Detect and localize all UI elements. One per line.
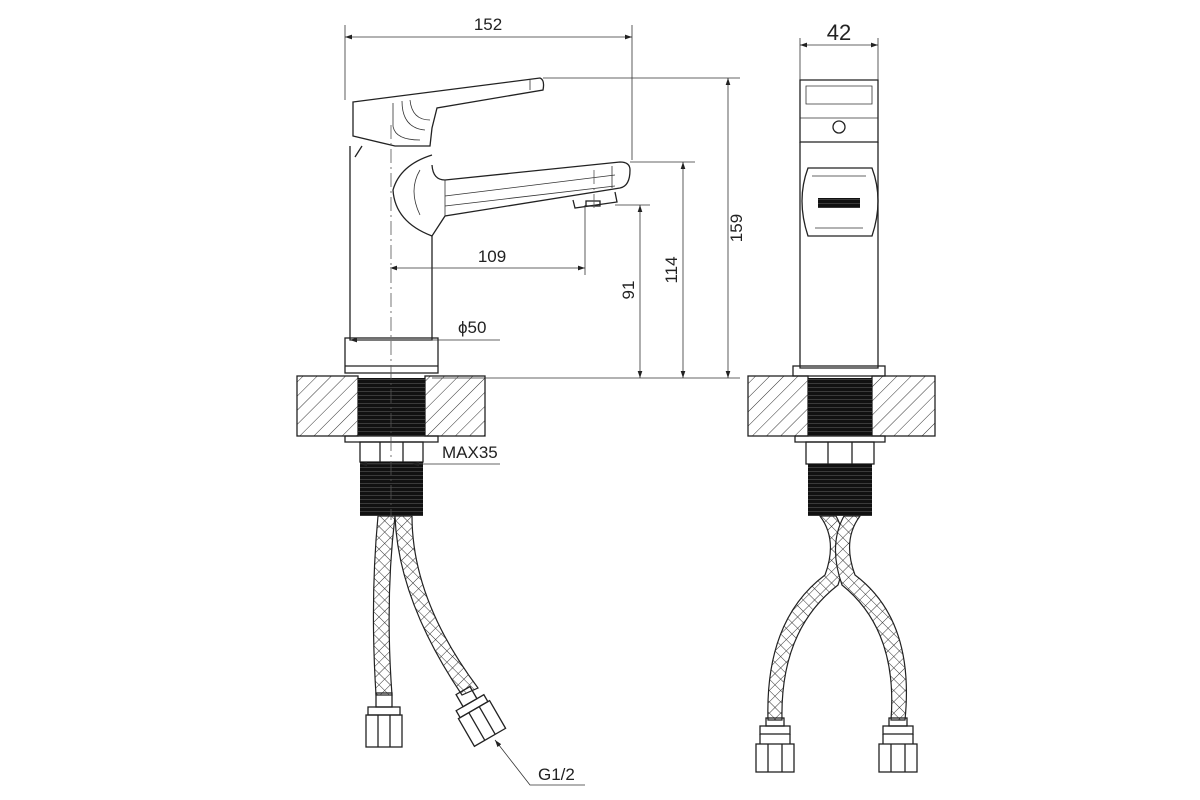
base-flange bbox=[344, 337, 439, 374]
lower-thread bbox=[360, 462, 423, 516]
dimension-label-114: 114 bbox=[662, 256, 681, 283]
aerator bbox=[572, 191, 618, 209]
front-countertop-section bbox=[747, 375, 936, 437]
front-body bbox=[799, 142, 879, 369]
front-fitting-right bbox=[878, 717, 918, 773]
callout-connection-thread: G1/2 bbox=[494, 739, 585, 786]
front-hose-left bbox=[767, 515, 846, 721]
front-view: 42 bbox=[747, 20, 936, 773]
front-hose-right bbox=[834, 515, 908, 721]
dimension-label-g12: G1/2 bbox=[538, 765, 575, 784]
mounting-thread bbox=[358, 378, 425, 436]
front-fitting-left bbox=[755, 717, 795, 773]
dimension-spout-top-height: 114 bbox=[662, 162, 686, 378]
dimension-base-diameter: ϕ50 bbox=[350, 318, 500, 343]
dimension-overall-length: 152 bbox=[344, 15, 633, 160]
dimension-label-152: 152 bbox=[474, 15, 502, 34]
side-view: 152 109 ϕ50 91 114 159 MAX35 bbox=[296, 15, 746, 786]
dimension-spout-reach: 109 bbox=[390, 205, 586, 275]
hose-right bbox=[394, 515, 479, 696]
mounting-nut bbox=[359, 441, 424, 463]
front-spout bbox=[801, 167, 879, 237]
hose-left bbox=[372, 515, 396, 696]
dimension-label-42: 42 bbox=[827, 20, 851, 45]
dimension-label-91: 91 bbox=[619, 281, 638, 300]
countertop-section bbox=[296, 375, 486, 437]
dimension-label-phi50: ϕ50 bbox=[458, 318, 486, 337]
dimension-front-width: 42 bbox=[799, 20, 879, 80]
spout bbox=[392, 154, 631, 237]
dimension-label-159: 159 bbox=[727, 214, 746, 242]
lever-handle bbox=[352, 77, 545, 147]
dimension-spout-height: 91 bbox=[619, 205, 643, 378]
hose-fitting-left bbox=[365, 692, 403, 748]
hose-fitting-right bbox=[455, 685, 507, 748]
dimension-overall-height: 159 bbox=[725, 78, 746, 378]
dimension-label-max35: MAX35 bbox=[442, 443, 498, 462]
dimension-max-thickness: MAX35 bbox=[360, 443, 500, 467]
dimension-label-109: 109 bbox=[478, 247, 506, 266]
